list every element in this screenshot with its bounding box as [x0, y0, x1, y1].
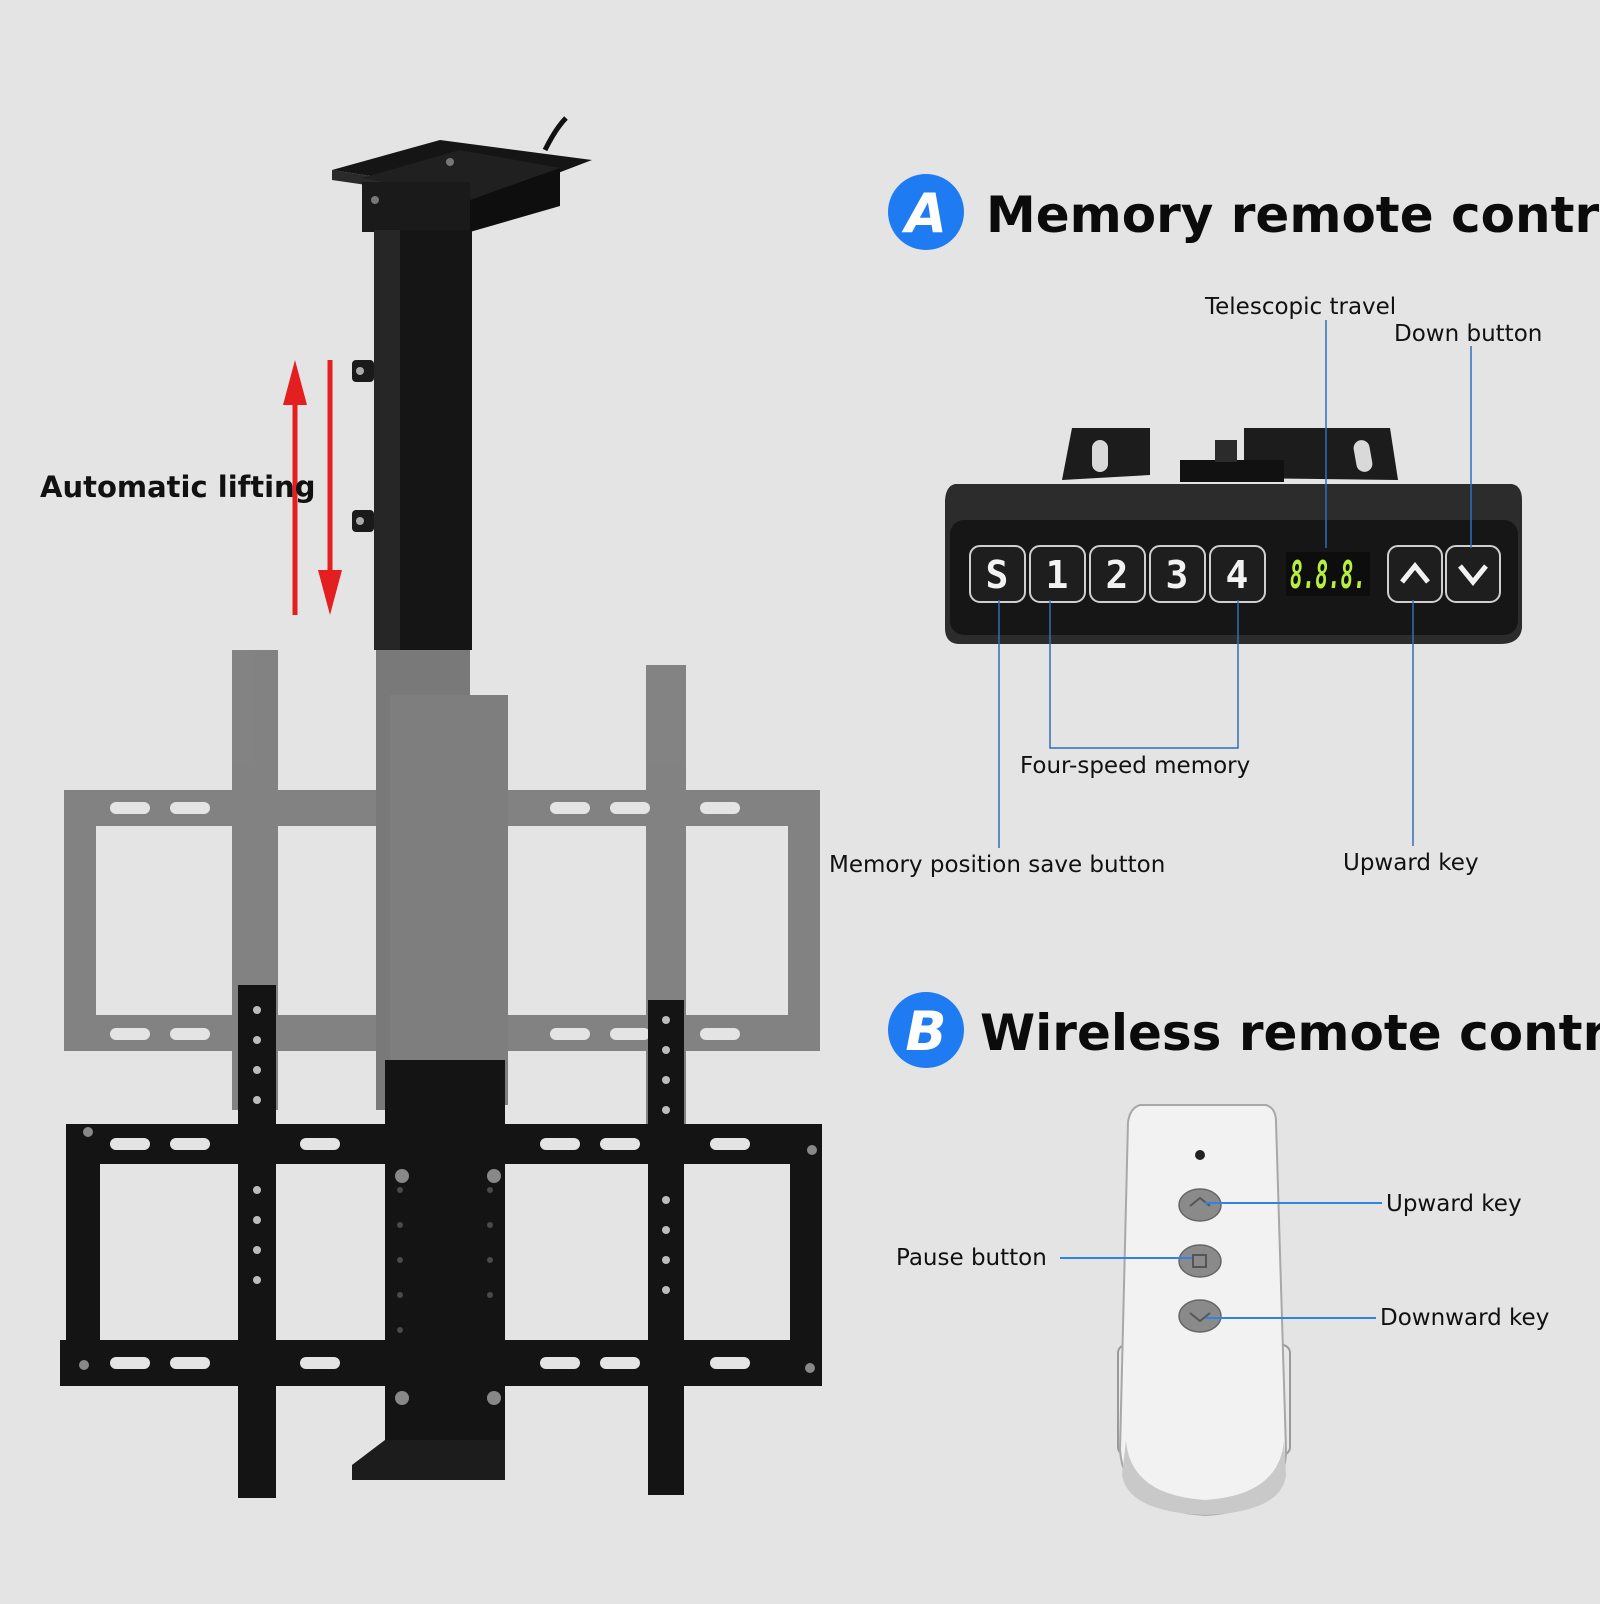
- key-2-label: 2: [1106, 553, 1129, 597]
- key-2-button[interactable]: 2: [1089, 545, 1146, 603]
- key-1-button[interactable]: 1: [1029, 545, 1086, 603]
- memory-remote-control: S 1 2 3 4 8.8.8.: [945, 428, 1522, 644]
- automatic-lifting-label: Automatic lifting: [40, 470, 315, 504]
- memory-remote-title: Memory remote control: [986, 186, 1600, 244]
- pause-button-label: Pause button: [896, 1245, 1047, 1271]
- chevron-up-icon: [1400, 562, 1430, 584]
- memory-save-button-label: Memory position save button: [829, 852, 1165, 878]
- chevron-down-icon: [1189, 1312, 1211, 1323]
- stop-icon: [1192, 1254, 1207, 1268]
- lcd-display: [1286, 552, 1370, 596]
- section-b-heading: B Wireless remote control: [888, 992, 1600, 1068]
- badge-b-letter: B: [905, 1000, 946, 1063]
- wireless-remote-title: Wireless remote control: [980, 1004, 1600, 1062]
- chevron-down-icon: [1458, 564, 1488, 586]
- key-4-button[interactable]: 4: [1209, 545, 1266, 603]
- key-s-button[interactable]: S: [969, 545, 1026, 603]
- four-speed-memory-label: Four-speed memory: [1020, 753, 1250, 779]
- ceiling-tv-mount-illustration: [60, 116, 822, 1498]
- wireless-pause-button[interactable]: [1178, 1244, 1222, 1278]
- wireless-remote-control: [1117, 1104, 1291, 1517]
- section-a-heading: A Memory remote control: [888, 174, 1600, 250]
- key-3-button[interactable]: 3: [1149, 545, 1206, 603]
- key-s-label: S: [986, 553, 1009, 597]
- upward-key-label-b: Upward key: [1386, 1191, 1522, 1217]
- upward-key-label-a: Upward key: [1343, 850, 1479, 876]
- lifting-arrows-icon: [283, 360, 342, 615]
- badge-a-letter: A: [901, 182, 947, 245]
- wireless-up-button[interactable]: [1178, 1188, 1222, 1222]
- section-a-leader-lines: [998, 320, 1472, 848]
- up-button[interactable]: [1387, 545, 1443, 603]
- down-button[interactable]: [1445, 545, 1501, 603]
- badge-b-icon: [888, 992, 964, 1068]
- key-3-label: 3: [1166, 553, 1189, 597]
- lcd-display-value: 8.8.8.: [1290, 553, 1366, 597]
- downward-key-label: Downward key: [1380, 1305, 1549, 1331]
- down-button-label: Down button: [1394, 321, 1542, 347]
- key-1-label: 1: [1046, 553, 1069, 597]
- section-b-leader-lines: [1060, 1202, 1382, 1319]
- badge-a-icon: [888, 174, 964, 250]
- telescopic-travel-label: Telescopic travel: [1204, 294, 1396, 320]
- indicator-led-icon: [1195, 1150, 1205, 1160]
- key-4-label: 4: [1226, 553, 1249, 597]
- wireless-down-button[interactable]: [1178, 1299, 1222, 1333]
